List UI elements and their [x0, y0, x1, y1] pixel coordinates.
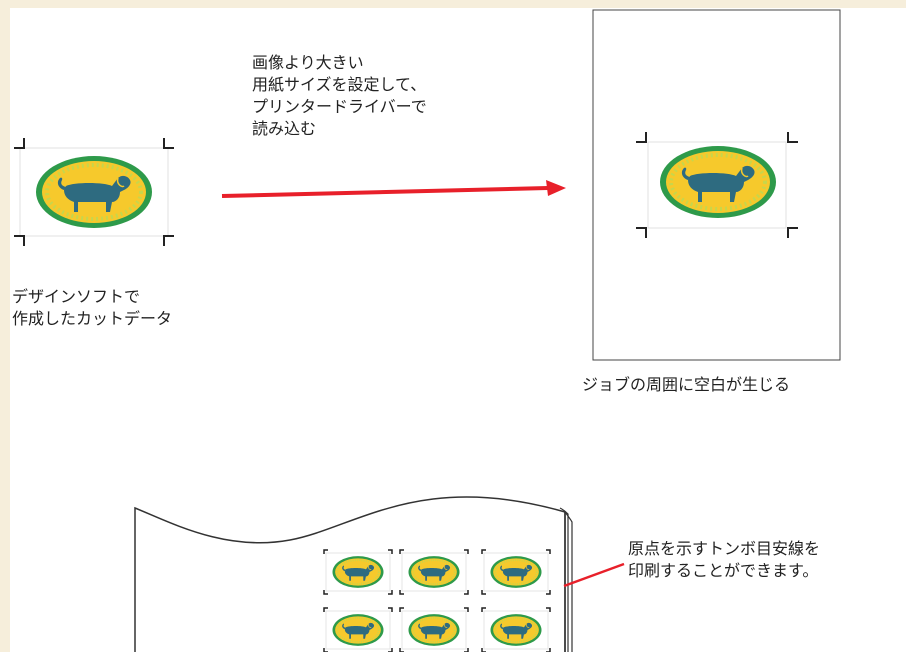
tiled-cut-data — [323, 549, 551, 652]
cut-data-logo — [34, 154, 154, 230]
cut-data-caption: デザインソフトで 作成したカットデータ — [12, 287, 173, 328]
tile-0-0 — [323, 549, 393, 595]
arrow-instruction-text: 画像より大きい 用紙サイズを設定して、 プリンタードライバーで 読み込む — [252, 53, 427, 138]
tile-1-2 — [481, 607, 551, 652]
tile-1-0 — [323, 607, 393, 652]
cut-data-crop-marks — [14, 138, 174, 246]
process-arrow — [221, 180, 566, 198]
background-strip-left — [0, 0, 10, 652]
job-caption: ジョブの周囲に空白が生じる — [582, 375, 791, 394]
tile-0-1 — [399, 549, 469, 595]
tile-1-1 — [399, 607, 469, 652]
job-crop-marks — [636, 132, 798, 238]
register-marks-note: 原点を示すトンボ目安線を 印刷することができます。 — [628, 539, 821, 580]
background-strip-top — [0, 0, 906, 8]
register-mark-connector — [563, 562, 625, 588]
job-logo — [658, 144, 778, 220]
tile-0-2 — [481, 549, 551, 595]
